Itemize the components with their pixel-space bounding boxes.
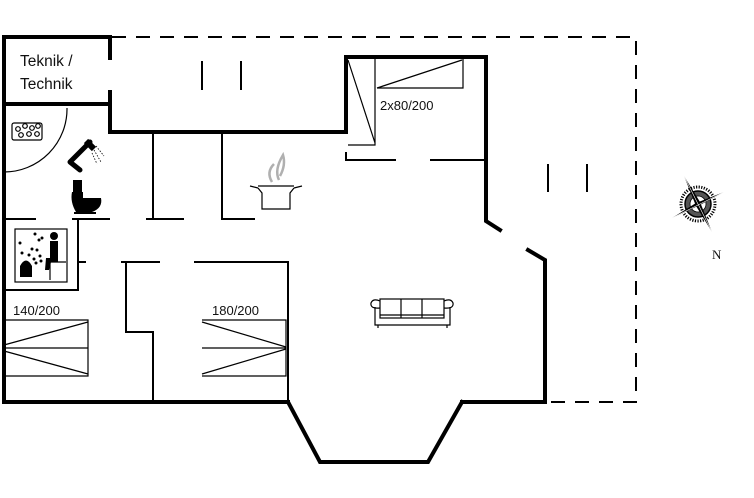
technik-room-label: Teknik / Technik xyxy=(20,50,73,96)
bed-140-label: 140/200 xyxy=(13,303,60,318)
compass-north-label: N xyxy=(712,247,722,262)
shower-icon xyxy=(67,138,105,173)
sofa-icon xyxy=(370,298,454,328)
technik-label-line1: Teknik / xyxy=(20,53,73,70)
sauna-icon xyxy=(14,228,68,283)
bunk-bed-label: 2x80/200 xyxy=(380,98,434,113)
bed-180-label: 180/200 xyxy=(212,303,259,318)
bed-180-200 xyxy=(201,319,287,377)
compass-rose-icon xyxy=(671,175,725,233)
bed-140-200 xyxy=(3,319,89,377)
hot-tub-icon xyxy=(11,122,43,141)
technik-label-line2: Technik xyxy=(20,76,73,93)
cooking-pot-icon xyxy=(249,151,303,210)
interior-walls xyxy=(3,61,588,402)
bunk-bed xyxy=(347,57,464,146)
walls xyxy=(2,35,547,464)
terrace-outline xyxy=(112,36,637,403)
toilet-icon xyxy=(71,180,102,214)
